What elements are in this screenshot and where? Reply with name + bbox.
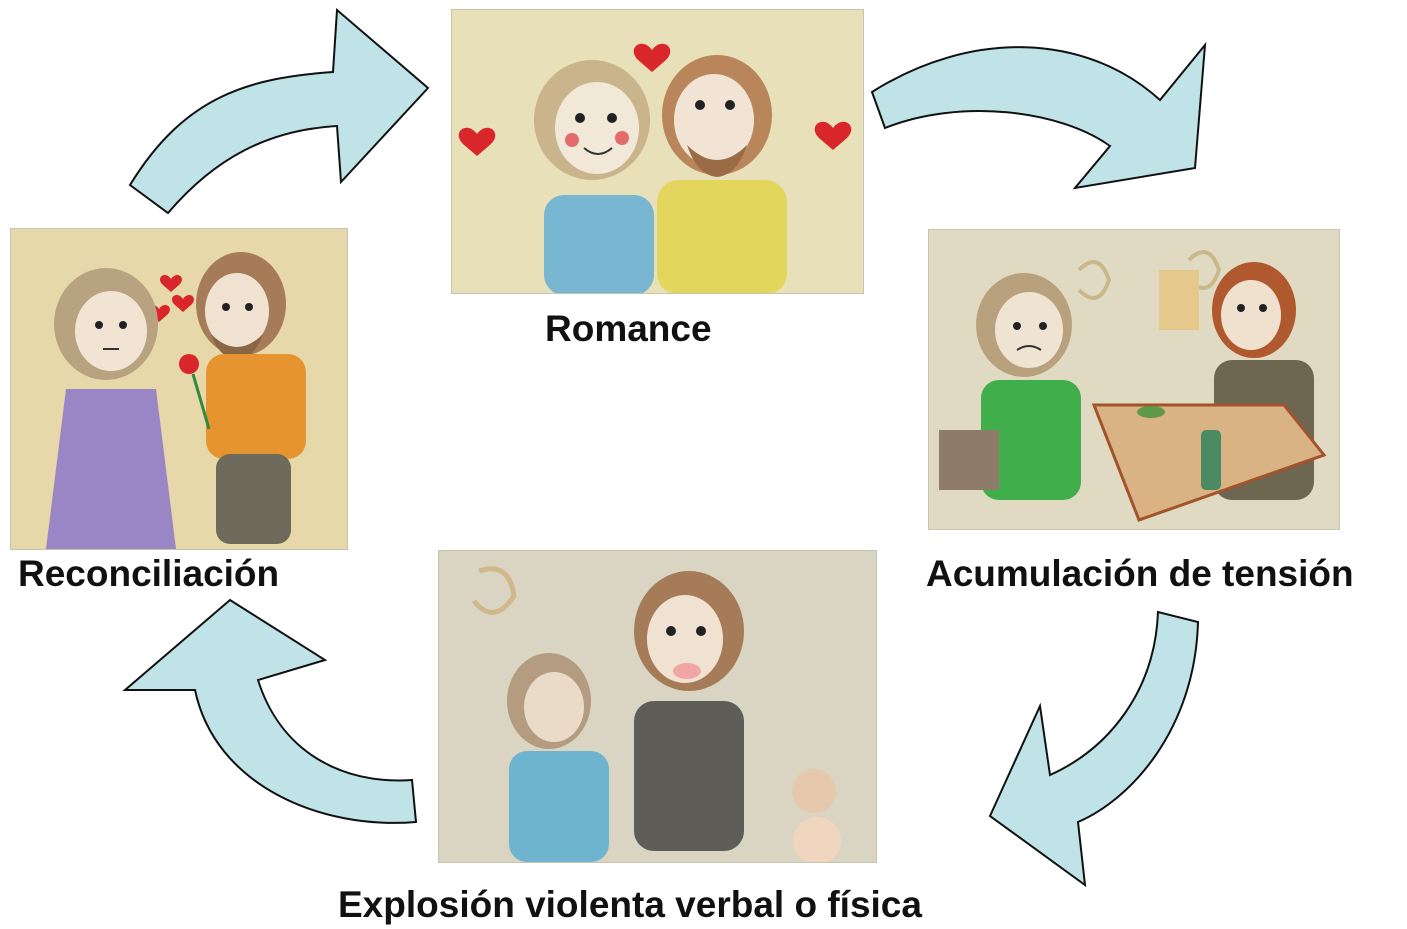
romance-drawing — [451, 9, 864, 294]
explosion-drawing — [438, 550, 877, 863]
heart-icon — [814, 121, 852, 150]
heart-icon — [458, 127, 496, 156]
heart-icon — [633, 43, 671, 72]
stage-label-explosion: Explosión violenta verbal o física — [338, 884, 922, 925]
arrow-to-explosion — [988, 610, 1200, 888]
arrow-to-romance — [128, 7, 430, 215]
stage-label-tension: Acumulación de tensión — [926, 553, 1354, 594]
romance-illustration — [452, 10, 863, 293]
stage-label-romance: Romance — [545, 308, 712, 349]
explosion-illustration — [439, 551, 876, 862]
arrow-to-tension — [870, 41, 1207, 190]
reconciliation-drawing — [10, 228, 348, 550]
heart-icon — [160, 274, 182, 292]
arrow-to-reconciliation — [122, 598, 418, 824]
heart-icon — [172, 294, 194, 312]
tension-illustration — [929, 230, 1339, 529]
reconciliation-illustration — [11, 229, 347, 549]
tension-drawing — [928, 229, 1340, 530]
stage-label-reconciliation: Reconciliación — [18, 553, 280, 594]
